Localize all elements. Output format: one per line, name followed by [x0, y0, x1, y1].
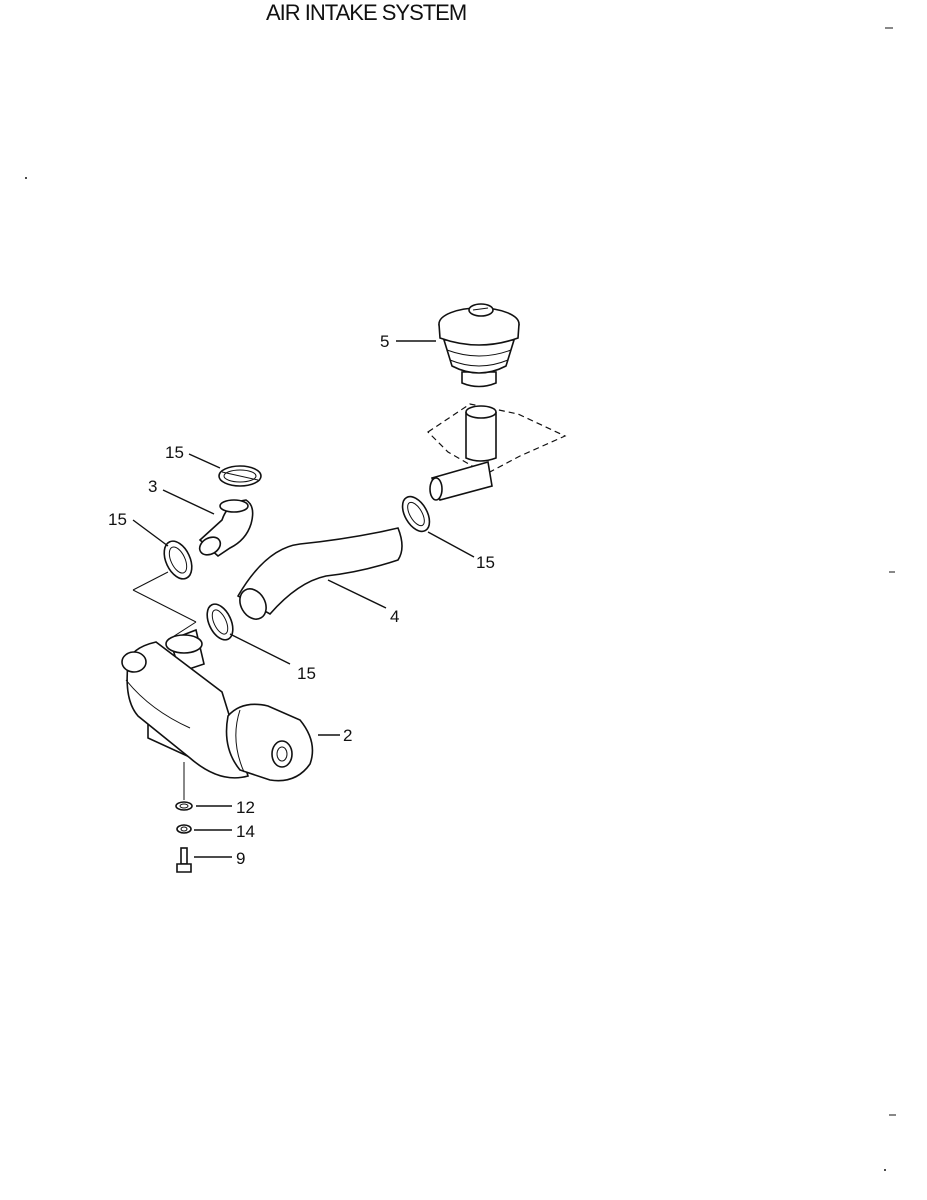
- callout-14: 14: [236, 822, 255, 841]
- callout-15-lower: 15: [297, 664, 316, 683]
- callout-9: 9: [236, 849, 245, 868]
- air-cleaner-2: [121, 628, 314, 782]
- diagram-title: AIR INTAKE SYSTEM: [266, 0, 467, 25]
- callout-12: 12: [236, 798, 255, 817]
- callout-2: 2: [343, 726, 352, 745]
- mount-hardware: [175, 762, 193, 873]
- callout-15-right: 15: [476, 553, 495, 572]
- hose-clamp-15-top: [218, 465, 262, 487]
- hose-clamp-15-left: [163, 540, 193, 580]
- hood-panel: [427, 403, 567, 501]
- hose-clamp-15-right: [401, 495, 431, 533]
- callout-15-top: 15: [165, 443, 184, 462]
- intake-hose-4: [236, 527, 403, 620]
- callout-5: 5: [380, 332, 389, 351]
- callout-3: 3: [148, 477, 157, 496]
- callout-4: 4: [390, 607, 399, 626]
- hose-clamp-15-lower: [206, 603, 234, 641]
- precleaner-cap: [438, 303, 520, 388]
- callout-15-left: 15: [108, 510, 127, 529]
- leader-lines: [132, 340, 475, 858]
- page-specks: [25, 27, 896, 1171]
- elbow-hose-3: [198, 499, 254, 558]
- assembly-guide-lines: [132, 571, 197, 641]
